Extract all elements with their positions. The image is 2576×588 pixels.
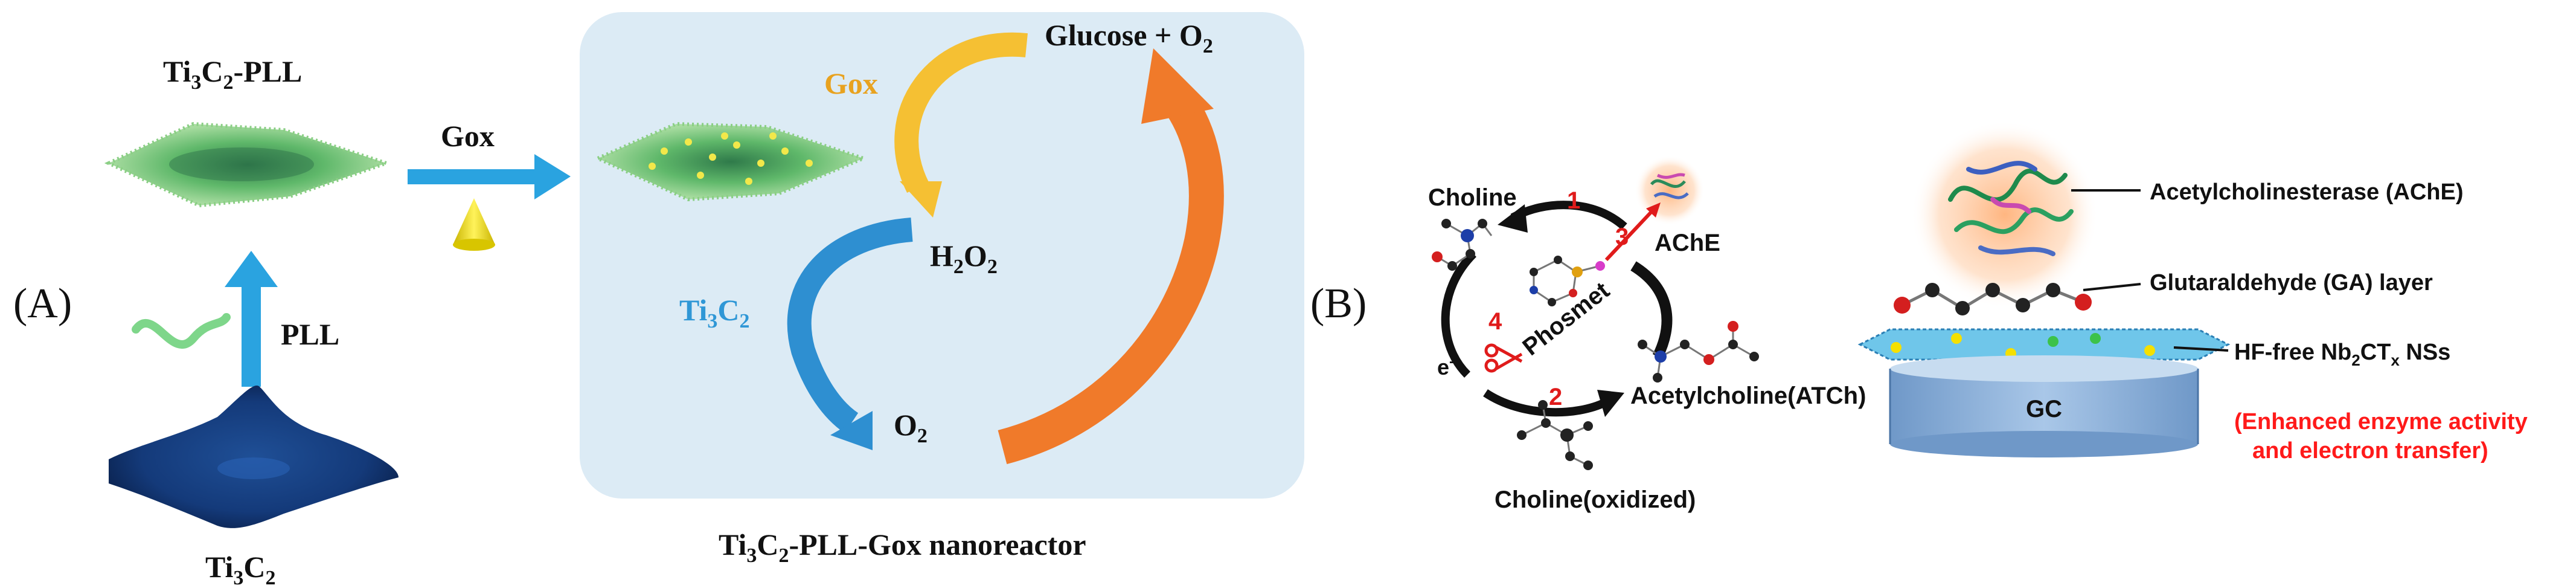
pll-step-label: PLL: [281, 317, 339, 351]
ga-leader-line: [2083, 283, 2141, 291]
nb2ctx-label: HF-free Nb2CTx NSs: [2234, 340, 2450, 369]
step-2-label: 2: [1549, 384, 1562, 410]
nb-leader-line: [2173, 346, 2229, 352]
ga-linker-molecule-icon: [1894, 283, 2092, 315]
choline-oxidized-molecule-icon: [1517, 400, 1593, 470]
gc-label: GC: [2026, 396, 2062, 422]
electron-label: e-: [1437, 354, 1454, 380]
gox-step-label: Gox: [441, 119, 495, 153]
enhanced-line1: (Enhanced enzyme activity: [2234, 409, 2528, 435]
cycle-arrow-left: [1441, 251, 1476, 378]
ti3c2-label: Ti3C2: [205, 550, 275, 588]
nanoreactor-caption: Ti3C2-PLL-Gox nanoreactor: [719, 528, 1086, 567]
pll-step-arrow: [225, 251, 278, 387]
enhanced-line2: and electron transfer): [2252, 438, 2488, 464]
gc-electrode: [1889, 355, 2199, 457]
ti3c2-sheet: [109, 386, 399, 528]
choline-label: Choline: [1428, 184, 1517, 211]
ti3c2-pll-sheet: [104, 121, 392, 208]
pll-chain-icon: [132, 313, 231, 349]
nb2ctx-nanosheet-layer: [1857, 328, 2231, 361]
ga-layer-label: Glutaraldehyde (GA) layer: [2150, 270, 2433, 296]
o2-orange-arrowhead: [1141, 48, 1214, 124]
step3-arrow: [1604, 207, 1656, 262]
reactor-gox-label: Gox: [824, 66, 878, 100]
glucose-o2-label: Glucose + O2: [1045, 18, 1213, 57]
cycle-arrow-right: [1630, 261, 1673, 360]
cycle-arrowhead-bottom: [1597, 390, 1624, 417]
cycle-arrowhead-top: [1498, 204, 1528, 233]
ache-large-glow: [1911, 121, 2098, 308]
gox-step-arrow: [408, 154, 571, 199]
o2-label: O2: [894, 408, 928, 447]
ache-small-label: AChE: [1655, 230, 1720, 256]
ti3c2-blue-arrow: [787, 218, 913, 433]
scissors-icon: [1484, 343, 1523, 373]
step-3-label: 3: [1615, 224, 1629, 250]
step-1-label: 1: [1567, 187, 1580, 214]
ache-full-label: Acetylcholinesterase (AChE): [2150, 179, 2464, 205]
acetylcholine-label: Acetylcholine(ATCh): [1630, 383, 1866, 409]
panel-b-label: (B): [1310, 280, 1366, 327]
panel-b: (B) Choline AChE Acetylcholine(ATCh) Cho…: [1310, 121, 2528, 513]
ti3c2-blue-arrowhead: [830, 411, 873, 450]
gox-cone-icon: [453, 198, 495, 251]
h2o2-label: H2O2: [930, 239, 998, 278]
ti3c2-pll-title: Ti3C2-PLL: [163, 54, 302, 94]
acetylcholine-molecule-icon: [1638, 321, 1759, 383]
choline-molecule-icon: [1432, 219, 1493, 271]
reactor-ti3c2-label: Ti3C2: [679, 293, 749, 332]
step3-arrowhead: [1646, 202, 1661, 218]
panel-a: (A) Ti3C2-PLL Gox PLL Ti3C2: [13, 12, 1304, 588]
o2-orange-arrow: [998, 89, 1224, 465]
panel-a-label: (A): [13, 280, 72, 327]
phosmet-molecule-icon: [1530, 256, 1605, 306]
cycle-arrow-bottom: [1483, 389, 1609, 417]
step-4-label: 4: [1488, 308, 1502, 335]
gox-yellow-arrow: [894, 32, 1028, 193]
choline-oxidized-label: Choline(oxidized): [1495, 486, 1696, 513]
ache-small-glow: [1635, 155, 1705, 225]
ache-large-protein-icon: [1948, 161, 2074, 256]
ti3c2-pll-gox-sheet: [593, 121, 869, 202]
gox-yellow-arrowhead: [900, 181, 942, 218]
ache-small-protein-icon: [1650, 173, 1689, 199]
